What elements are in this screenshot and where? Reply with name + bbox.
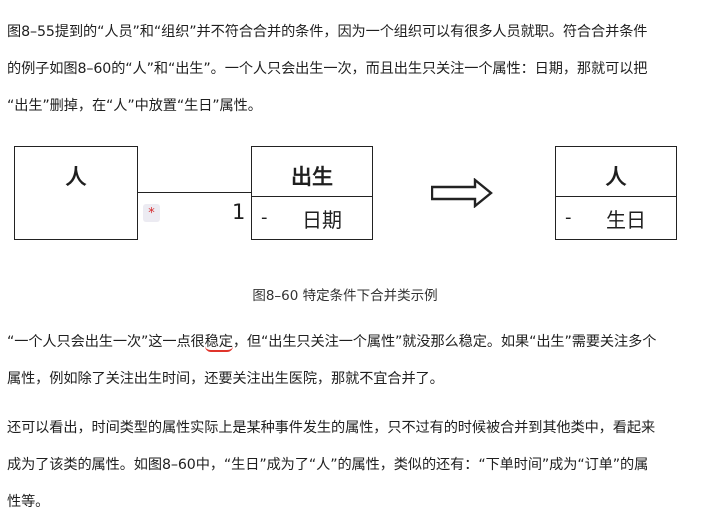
class-name: 人 — [605, 165, 627, 189]
paragraph-line: 性等。 — [7, 494, 50, 510]
paragraph-line: 图8–55提到的“人员”和“组织”并不符合合并的条件，因为一个组织可以有很多人员… — [7, 24, 648, 40]
class-divider — [556, 196, 676, 197]
uml-class-diagram: 人 * 1 出生 - 日期 人 - 生日 — [0, 130, 721, 260]
attribute-visibility: - — [565, 207, 572, 228]
text-span: “一个人只会出生一次”这一点很 — [7, 334, 205, 350]
paragraph-line: “出生”删掉，在“人”中放置“生日”属性。 — [7, 98, 262, 114]
multiplicity-many-label: * — [143, 204, 160, 222]
multiplicity-one-label: 1 — [232, 200, 246, 224]
text-span: ，但“出生只关注一个属性”就没那么稳定。如果“出生”需要关注多个 — [232, 334, 657, 350]
class-box-person-merged: 人 - 生日 — [555, 146, 677, 240]
class-divider — [252, 196, 372, 197]
paragraph-line: “一个人只会出生一次”这一点很稳定，但“出生只关注一个属性”就没那么稳定。如果“… — [7, 332, 656, 352]
class-attribute: 生日 — [606, 208, 646, 232]
class-name: 出生 — [291, 165, 333, 189]
paragraph-line: 的例子如图8–60的“人”和“出生”。一个人只会出生一次，而且出生只关注一个属性… — [7, 61, 648, 77]
paragraph-line: 属性，例如除了关注出生时间，还要关注出生医院，那就不宜合并了。 — [7, 371, 444, 387]
paragraph-line: 成为了该类的属性。如图8–60中，“生日”成为了“人”的属性，类似的还有：“下单… — [7, 457, 649, 473]
class-box-birth: 出生 - 日期 — [251, 146, 373, 240]
hollow-right-arrow-icon — [431, 178, 493, 208]
class-attribute: 日期 — [302, 208, 342, 232]
paragraph-line: 还可以看出，时间类型的属性实际上是某种事件发生的属性，只不过有的时候被合并到其他… — [7, 420, 656, 436]
class-box-person: 人 — [14, 146, 138, 240]
association-line — [138, 192, 251, 193]
spellcheck-underlined-word[interactable]: 稳定 — [204, 334, 233, 352]
figure-caption: 图8–60 特定条件下合并类示例 — [252, 288, 438, 304]
attribute-visibility: - — [261, 207, 268, 228]
class-name: 人 — [65, 165, 87, 189]
